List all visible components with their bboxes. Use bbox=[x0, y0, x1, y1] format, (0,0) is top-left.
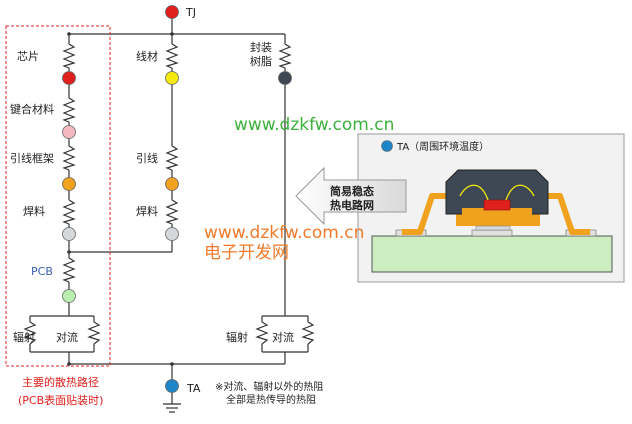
resistor-bond bbox=[62, 97, 76, 123]
resistor-pcb bbox=[62, 257, 76, 283]
pcb-node bbox=[62, 289, 76, 303]
convection-label-right: 对流 bbox=[272, 330, 294, 344]
main-path-title: 主要的散热路径 bbox=[22, 375, 99, 389]
arrow-text-line1: 简易稳态 bbox=[330, 184, 374, 198]
wire-node bbox=[165, 71, 179, 85]
resistor-leadframe bbox=[62, 145, 76, 171]
solder-label-middle: 焊料 bbox=[136, 204, 158, 218]
watermark-url-orange: www.dzkfw.com.cn bbox=[204, 223, 364, 243]
resistor-resin bbox=[278, 43, 292, 69]
resistor-solder-middle bbox=[165, 199, 179, 225]
watermark-url-green: www.dzkfw.com.cn bbox=[234, 115, 394, 135]
resistor-chip bbox=[62, 43, 76, 69]
thermal-network-arrow: 简易稳态 热电路网 bbox=[295, 166, 407, 226]
wire-label: 线材 bbox=[136, 49, 158, 63]
tj-node bbox=[165, 5, 179, 19]
lead-label: 引线 bbox=[136, 151, 158, 165]
resistor-radiation-left bbox=[23, 321, 37, 345]
arrow-text-line2: 热电路网 bbox=[330, 198, 374, 212]
resistor-convection-left bbox=[87, 321, 101, 345]
pcb-label: PCB bbox=[31, 265, 53, 278]
ta-label: TA bbox=[186, 382, 201, 395]
radiation-label-right: 辐射 bbox=[226, 330, 248, 344]
solder-label-left: 焊料 bbox=[23, 204, 45, 218]
convection-label-left: 对流 bbox=[56, 330, 78, 344]
main-path-dashed-box bbox=[5, 25, 111, 367]
circuit-wires bbox=[29, 18, 309, 413]
watermark-site-name: 电子开发网 bbox=[204, 243, 289, 263]
chip-node bbox=[62, 71, 76, 85]
note-line2: 全部是热传导的热阻 bbox=[226, 393, 316, 406]
chip-label: 芯片 bbox=[17, 49, 39, 63]
resistor-lead bbox=[165, 145, 179, 171]
main-path-subtitle: (PCB表面贴装时) bbox=[18, 393, 103, 407]
leadframe-label: 引线框架 bbox=[10, 151, 54, 165]
leadframe-node-left bbox=[62, 177, 76, 191]
pcb-board bbox=[371, 235, 613, 273]
solder-node-left bbox=[62, 227, 76, 241]
ambient-label: TA（周围环境温度） bbox=[396, 140, 489, 153]
chip-die bbox=[483, 199, 511, 211]
bond-label: 键合材料 bbox=[10, 102, 54, 116]
tj-label: TJ bbox=[185, 6, 196, 19]
package-body bbox=[445, 169, 549, 215]
resin-label-line2: 树脂 bbox=[250, 54, 272, 68]
resistor-solder-left bbox=[62, 199, 76, 225]
resin-node bbox=[278, 71, 292, 85]
note-line1: ※对流、辐射以外的热阻 bbox=[215, 380, 323, 393]
ta-node bbox=[165, 379, 179, 393]
leadframe-node-middle bbox=[165, 177, 179, 191]
resistor-wire bbox=[165, 43, 179, 69]
bond-node bbox=[62, 125, 76, 139]
ambient-node bbox=[381, 140, 393, 152]
radiation-label-left: 辐射 bbox=[13, 330, 35, 344]
solder-node-middle bbox=[165, 227, 179, 241]
package-illustration-panel: TA（周围环境温度） bbox=[357, 133, 625, 283]
resin-label-line1: 封装 bbox=[250, 40, 272, 54]
resistor-convection-right bbox=[301, 321, 315, 345]
resistor-radiation-right bbox=[255, 321, 269, 345]
